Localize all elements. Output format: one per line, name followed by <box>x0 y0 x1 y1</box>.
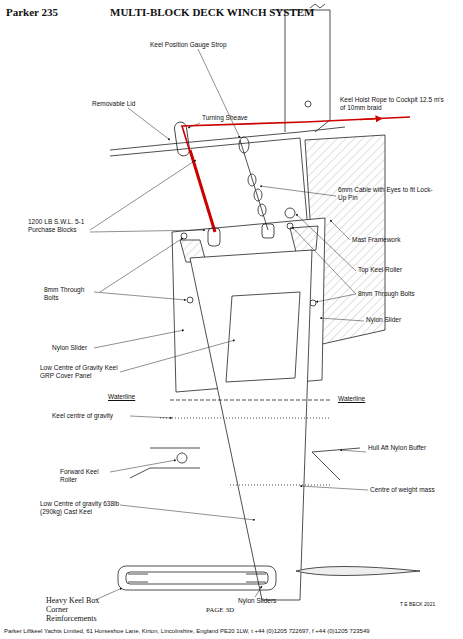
diagram-title: MULTI-BLOCK DECK WINCH SYSTEM <box>110 6 314 18</box>
part-label: Forward Keel Roller <box>60 468 112 484</box>
part-label: Keel Position Gauge Strop <box>150 41 250 49</box>
part-label: Low Centre of Gravity Keel GRP Cover Pan… <box>40 364 120 380</box>
part-label: Low Centre of gravity 638lb (290kg) Cast… <box>40 500 122 516</box>
part-label: Mast Framework <box>352 236 432 244</box>
part-label: Heavy Keel Box Corner Reinforcements <box>46 596 112 623</box>
part-label: Turning Sheave <box>202 114 262 122</box>
part-label: Keel centre of gravity <box>52 412 130 420</box>
part-label: 6mm Cable with Eyes to fit Lock-Up Pin <box>338 186 433 202</box>
part-label: Hull Aft Nylon Buffer <box>368 444 448 452</box>
part-label: 1200 LB S.W.L. 5-1 Purchase Blocks <box>28 218 90 234</box>
part-label: Nylon Slider <box>52 344 96 352</box>
part-label: 8mm Through Bolts <box>44 286 94 302</box>
part-label: Waterline <box>338 395 378 403</box>
part-label: Centre of weight mass <box>370 486 450 494</box>
footer-caption: Parker Liftkeel Yachts Limited, 61 Horse… <box>4 628 370 634</box>
part-label: 8mm Through Bolts <box>358 290 438 298</box>
part-label: Nylon Slider <box>366 316 426 324</box>
part-label: Removable Lid <box>92 100 152 108</box>
part-label: Waterline <box>108 393 148 401</box>
part-label: PAGE 3D <box>206 606 256 614</box>
part-label: Parker 235 <box>6 6 76 19</box>
part-label: T E BECK 2021 <box>400 600 456 608</box>
part-label: Keel Hoist Rope to Cockpit 12.5 m's of 1… <box>340 96 445 112</box>
part-label: Nylon Sliders <box>238 597 298 605</box>
part-label: Top Keel Roller <box>358 266 438 274</box>
